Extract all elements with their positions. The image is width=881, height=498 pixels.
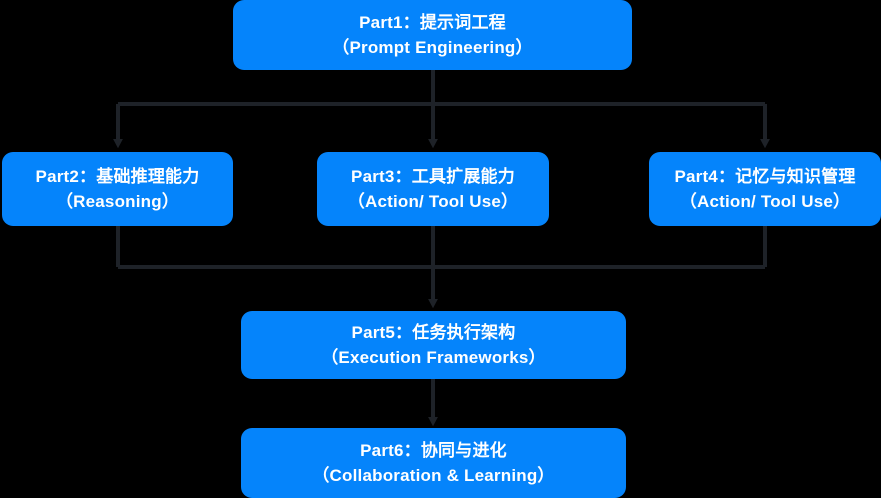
node-part5-subtitle: （Execution Frameworks） [321,348,546,367]
node-part1-title: Part1：提示词工程 [359,13,506,32]
node-part2-subtitle: （Reasoning） [55,192,180,211]
node-part1-subtitle: （Prompt Engineering） [332,38,533,57]
node-part3-subtitle: （Action/ Tool Use） [347,192,519,211]
node-part4[interactable]: Part4：记忆与知识管理 （Action/ Tool Use） [649,152,881,226]
node-part5[interactable]: Part5：任务执行架构 （Execution Frameworks） [241,311,626,379]
node-part1[interactable]: Part1：提示词工程 （Prompt Engineering） [233,0,632,70]
node-part4-subtitle: （Action/ Tool Use） [679,192,851,211]
node-part5-title: Part5：任务执行架构 [351,323,516,342]
node-part2[interactable]: Part2：基础推理能力 （Reasoning） [2,152,233,226]
node-part3-title: Part3：工具扩展能力 [351,167,515,186]
node-part4-title: Part4：记忆与知识管理 [674,167,856,186]
node-part6[interactable]: Part6：协同与进化 （Collaboration & Learning） [241,428,626,498]
node-part3[interactable]: Part3：工具扩展能力 （Action/ Tool Use） [317,152,549,226]
node-part2-title: Part2：基础推理能力 [35,167,200,186]
node-part6-subtitle: （Collaboration & Learning） [312,466,555,485]
node-part6-title: Part6：协同与进化 [360,441,507,460]
